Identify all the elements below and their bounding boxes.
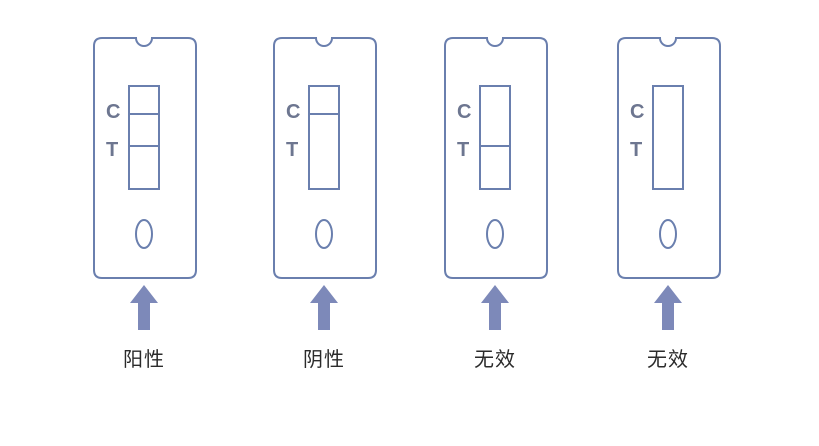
test-label: T [457, 140, 469, 160]
test-cassette [252, 0, 412, 340]
result-window [309, 86, 339, 189]
test-card-negative: C T 阴性 [252, 0, 412, 446]
sample-well [316, 220, 332, 248]
sample-well [136, 220, 152, 248]
sample-well [660, 220, 676, 248]
result-caption: 无效 [415, 343, 575, 372]
result-window [480, 86, 510, 189]
control-label: C [286, 102, 300, 122]
test-card-positive: C T 阳性 [72, 0, 232, 446]
result-window [129, 86, 159, 189]
test-cassette [72, 0, 232, 340]
control-label: C [457, 102, 471, 122]
control-label: C [106, 102, 120, 122]
test-label: T [106, 140, 118, 160]
arrow-up-icon [310, 285, 338, 330]
arrow-up-icon [481, 285, 509, 330]
result-window [653, 86, 683, 189]
test-label: T [286, 140, 298, 160]
arrow-up-icon [654, 285, 682, 330]
arrow-up-icon [130, 285, 158, 330]
test-label: T [630, 140, 642, 160]
control-label: C [630, 102, 644, 122]
result-caption: 阳性 [64, 343, 224, 372]
result-caption: 无效 [588, 343, 748, 372]
result-caption: 阴性 [244, 343, 404, 372]
test-card-invalid: C T 无效 [423, 0, 583, 446]
sample-well [487, 220, 503, 248]
test-cassette [596, 0, 756, 340]
test-card-invalid-blank: C T 无效 [596, 0, 756, 446]
test-cassette [423, 0, 583, 340]
